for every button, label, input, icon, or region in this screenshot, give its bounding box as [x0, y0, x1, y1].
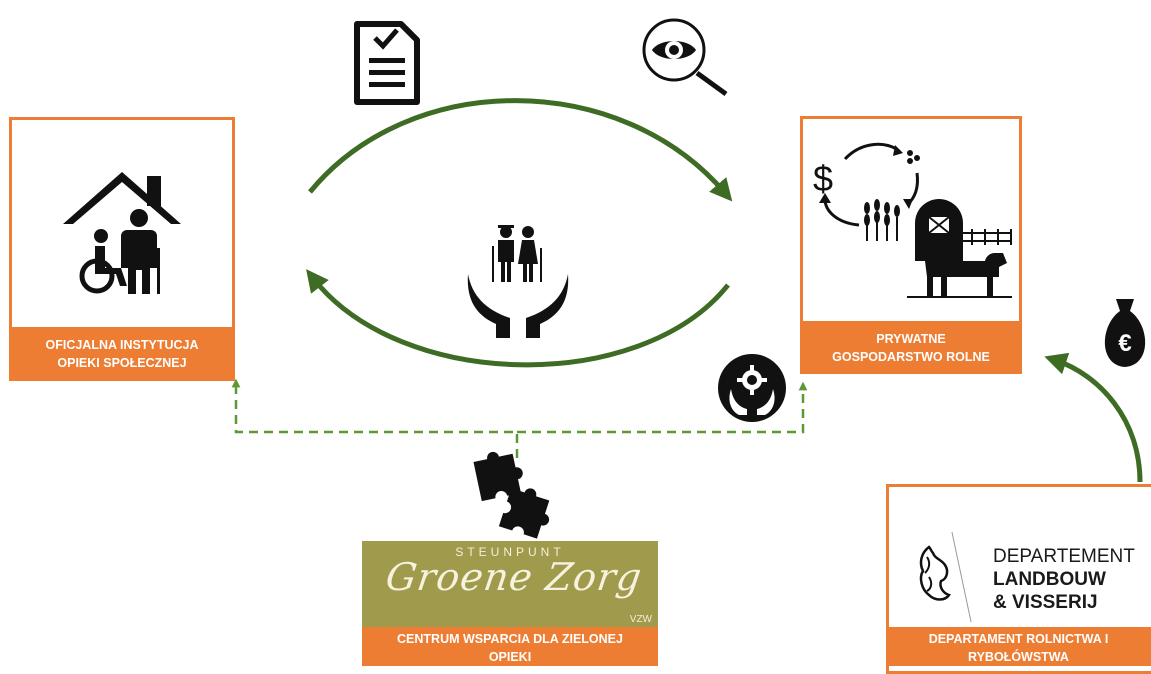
- institution-box: OFICJALNA INSTYTUCJA OPIEKI SPOŁECZNEJ: [9, 117, 235, 381]
- puzzle-pieces-icon: [473, 451, 550, 539]
- farm-label: PRYWATNE GOSPODARSTWO ROLNE: [800, 321, 1022, 374]
- department-label: DEPARTAMENT ROLNICTWA I RYBOŁÓWSTWA: [886, 627, 1151, 666]
- logo-groene-zorg-text: Groene Zorg: [383, 555, 645, 599]
- arrow-department-to-farm: [1044, 352, 1143, 483]
- house-with-people-icon: [63, 172, 181, 294]
- logo-vzw-text: VZW: [629, 614, 652, 625]
- dollar-sign: $: [813, 158, 833, 199]
- care-hands-elderly-icon: [467, 225, 569, 338]
- support-hands-gear-icon: [718, 354, 786, 422]
- eye-magnifier-icon: [642, 18, 728, 97]
- flemish-lion-icon: [919, 545, 951, 601]
- support-center-label: CENTRUM WSPARCIA DLA ZIELONEJ OPIEKI: [362, 627, 658, 666]
- steunpunt-groene-zorg-logo: STEUNPUNT Groene Zorg VZW: [362, 541, 658, 627]
- dashed-link-farm: [517, 381, 808, 434]
- money-bag-euro-icon: €: [1104, 299, 1146, 367]
- institution-label: OFICJALNA INSTYTUCJA OPIEKI SPOŁECZNEJ: [9, 327, 235, 381]
- arrow-to-farm: [308, 98, 733, 202]
- checklist-document-icon: [354, 21, 420, 105]
- arrow-to-institution: [306, 269, 730, 368]
- farm-box: $ PRYWATNE GOSPODARSTWO ROLNE: [800, 116, 1022, 374]
- department-logo-text: DEPARTEMENT LANDBOUW & VISSERIJ: [993, 546, 1135, 613]
- logo-steunpunt-text: STEUNPUNT: [455, 545, 565, 559]
- farm-cycle-icon: $: [813, 142, 1012, 298]
- euro-sign: €: [1118, 330, 1131, 357]
- dashed-link-institution: [231, 378, 519, 458]
